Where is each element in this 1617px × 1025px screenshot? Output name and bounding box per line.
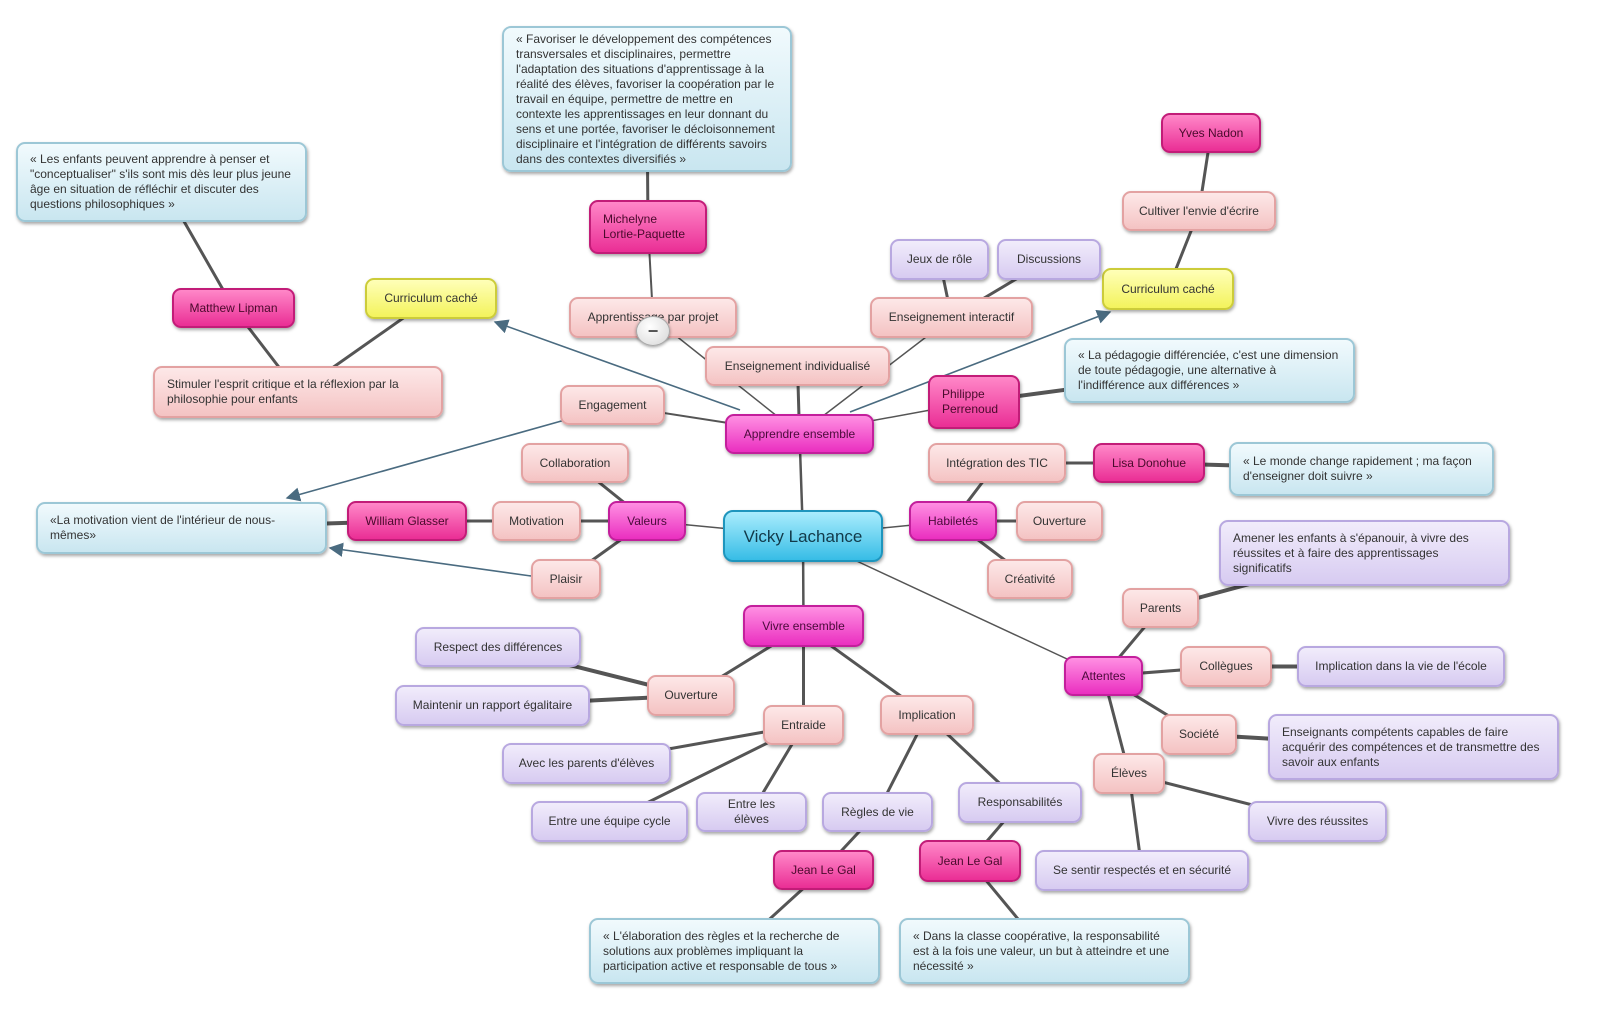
quote-regles[interactable]: « L'élaboration des règles et la recherc… bbox=[589, 918, 880, 984]
collapse-toggle-button[interactable]: − bbox=[636, 316, 670, 346]
arrow-connector-1 bbox=[849, 309, 1112, 413]
discussions[interactable]: Discussions bbox=[997, 239, 1101, 280]
arrow-connector-2 bbox=[285, 419, 566, 502]
ouverture-vivre-ensemble[interactable]: Ouverture bbox=[647, 675, 735, 716]
jeux-de-role[interactable]: Jeux de rôle bbox=[890, 239, 989, 280]
arrow-connector-3 bbox=[328, 542, 532, 577]
person-jean-le-gal-2[interactable]: Jean Le Gal bbox=[919, 840, 1021, 882]
maintenir-rapport-egalitaire[interactable]: Maintenir un rapport égalitaire bbox=[395, 685, 590, 726]
curriculum-cache-right[interactable]: Curriculum caché bbox=[1102, 268, 1234, 310]
person-michelyne-lortie-paquette[interactable]: Michelyne Lortie-Paquette bbox=[589, 200, 707, 254]
branch-apprendre-ensemble[interactable]: Apprendre ensemble bbox=[725, 414, 874, 454]
person-matthew-lipman[interactable]: Matthew Lipman bbox=[172, 288, 295, 328]
responsabilites[interactable]: Responsabilités bbox=[958, 782, 1082, 823]
stimuler-esprit-critique[interactable]: Stimuler l'esprit critique et la réflexi… bbox=[153, 366, 443, 418]
amener-enfants-epanouir[interactable]: Amener les enfants à s'épanouir, à vivre… bbox=[1219, 520, 1510, 586]
quote-lipman[interactable]: « Les enfants peuvent apprendre à penser… bbox=[16, 142, 307, 222]
se-sentir-respectes-securite[interactable]: Se sentir respectés et en sécurité bbox=[1035, 850, 1249, 891]
implication-vie-ecole[interactable]: Implication dans la vie de l'école bbox=[1297, 646, 1505, 687]
engagement[interactable]: Engagement bbox=[560, 385, 665, 425]
central-topic[interactable]: Vicky Lachance bbox=[723, 510, 883, 562]
integration-tic[interactable]: Intégration des TIC bbox=[928, 443, 1066, 483]
branch-attentes[interactable]: Attentes bbox=[1064, 656, 1143, 696]
avec-parents-eleves[interactable]: Avec les parents d'élèves bbox=[502, 743, 671, 784]
eleves[interactable]: Élèves bbox=[1093, 753, 1165, 794]
quote-glasser[interactable]: «La motivation vient de l'intérieur de n… bbox=[36, 502, 327, 554]
branch-valeurs[interactable]: Valeurs bbox=[608, 501, 686, 541]
entraide[interactable]: Entraide bbox=[763, 705, 844, 745]
enseignants-competents[interactable]: Enseignants compétents capables de faire… bbox=[1268, 714, 1559, 780]
collaboration[interactable]: Collaboration bbox=[521, 443, 629, 483]
collegues[interactable]: Collègues bbox=[1180, 646, 1272, 687]
person-lisa-donohue[interactable]: Lisa Donohue bbox=[1093, 443, 1205, 483]
parents[interactable]: Parents bbox=[1122, 588, 1199, 628]
regles-de-vie[interactable]: Règles de vie bbox=[822, 792, 933, 832]
curriculum-cache-left[interactable]: Curriculum caché bbox=[365, 278, 497, 319]
entre-les-eleves[interactable]: Entre les élèves bbox=[696, 792, 807, 832]
enseignement-individualise[interactable]: Enseignement individualisé bbox=[705, 346, 890, 386]
quote-classe-cooperative[interactable]: « Dans la classe coopérative, la respons… bbox=[899, 918, 1190, 984]
quote-competences[interactable]: « Favoriser le développement des compéte… bbox=[502, 26, 792, 172]
person-william-glasser[interactable]: William Glasser bbox=[347, 501, 467, 541]
respect-des-differences[interactable]: Respect des différences bbox=[415, 627, 581, 667]
cultiver-envie-ecrire[interactable]: Cultiver l'envie d'écrire bbox=[1122, 191, 1276, 231]
entre-equipe-cycle[interactable]: Entre une équipe cycle bbox=[531, 801, 688, 842]
motivation[interactable]: Motivation bbox=[492, 501, 581, 541]
enseignement-interactif[interactable]: Enseignement interactif bbox=[870, 297, 1033, 338]
implication[interactable]: Implication bbox=[880, 695, 974, 735]
person-yves-nadon[interactable]: Yves Nadon bbox=[1161, 113, 1261, 153]
person-philippe-perrenoud[interactable]: Philippe Perrenoud bbox=[928, 375, 1020, 429]
plaisir[interactable]: Plaisir bbox=[531, 559, 601, 599]
person-jean-le-gal-1[interactable]: Jean Le Gal bbox=[773, 850, 874, 890]
arrow-connector-0 bbox=[493, 319, 741, 411]
societe[interactable]: Société bbox=[1161, 714, 1237, 755]
ouverture-habiletes[interactable]: Ouverture bbox=[1016, 501, 1103, 541]
creativite[interactable]: Créativité bbox=[987, 559, 1073, 599]
branch-vivre-ensemble[interactable]: Vivre ensemble bbox=[743, 605, 864, 647]
branch-habiletes[interactable]: Habiletés bbox=[909, 501, 997, 541]
vivre-des-reussites[interactable]: Vivre des réussites bbox=[1248, 801, 1387, 842]
quote-donohue[interactable]: « Le monde change rapidement ; ma façon … bbox=[1229, 442, 1494, 496]
quote-perrenoud[interactable]: « La pédagogie différenciée, c'est une d… bbox=[1064, 338, 1355, 403]
